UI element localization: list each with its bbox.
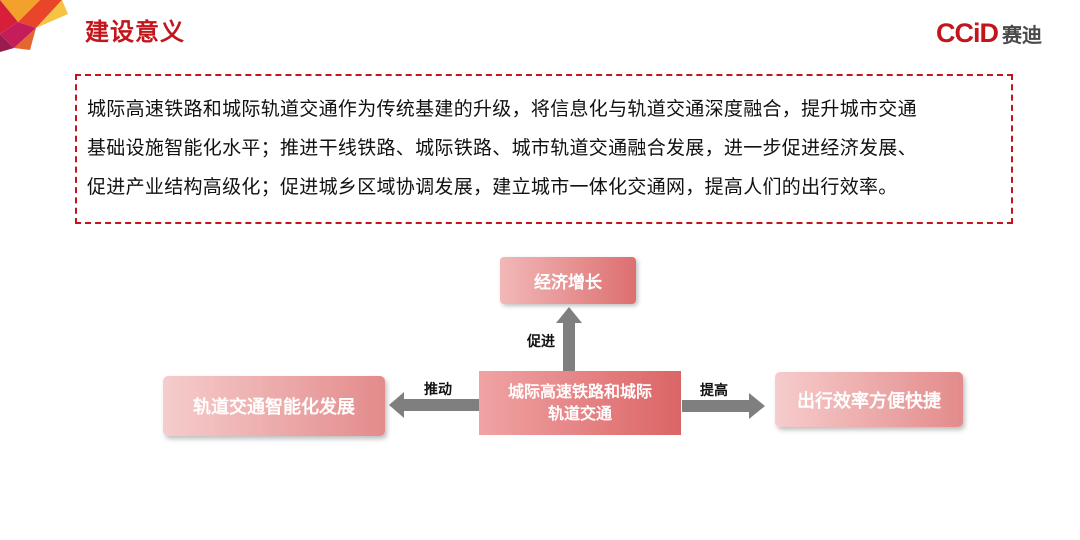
node-label-line2: 轨道交通	[547, 404, 612, 423]
arrow-right-shaft	[682, 400, 750, 412]
node-label: 出行效率方便快捷	[797, 390, 941, 412]
intro-line: 基础设施智能化水平；推进干线铁路、城际铁路、城市轨道交通融合发展，进一步促进经济…	[87, 137, 917, 159]
node-rail-intelligence: 轨道交通智能化发展	[163, 376, 385, 436]
page-title: 建设意义	[85, 18, 185, 46]
arrow-up-shaft	[563, 322, 575, 372]
arrow-label-promote: 促进	[527, 334, 555, 350]
node-economic-growth: 经济增长	[500, 257, 636, 304]
corner-decoration	[0, 0, 68, 52]
intro-line: 城际高速铁路和城际轨道交通作为传统基建的升级，将信息化与轨道交通深度融合，提升城…	[87, 98, 917, 120]
arrow-label-improve: 提高	[700, 383, 728, 399]
logo-cn-text: 赛迪	[1002, 22, 1042, 47]
arrow-up-head	[556, 307, 582, 323]
arrow-right-head	[749, 393, 765, 419]
node-label: 经济增长	[534, 273, 602, 293]
intro-line: 促进产业结构高级化；促进城乡区域协调发展，建立城市一体化交通网，提高人们的出行效…	[87, 176, 898, 198]
node-label: 轨道交通智能化发展	[193, 397, 355, 418]
logo-mark: CCiD	[936, 17, 999, 48]
node-label-line1: 城际高速铁路和城际	[507, 382, 652, 401]
arrow-label-drive: 推动	[424, 382, 452, 398]
ccid-logo: CCiD 赛迪	[936, 16, 1042, 50]
node-travel-efficiency: 出行效率方便快捷	[775, 372, 963, 427]
intro-textbox: 城际高速铁路和城际轨道交通作为传统基建的升级，将信息化与轨道交通深度融合，提升城…	[75, 74, 1013, 224]
node-intercity-rail: 城际高速铁路和城际 轨道交通	[479, 371, 681, 435]
arrow-left-head	[389, 392, 404, 418]
arrow-left-shaft	[403, 399, 480, 411]
